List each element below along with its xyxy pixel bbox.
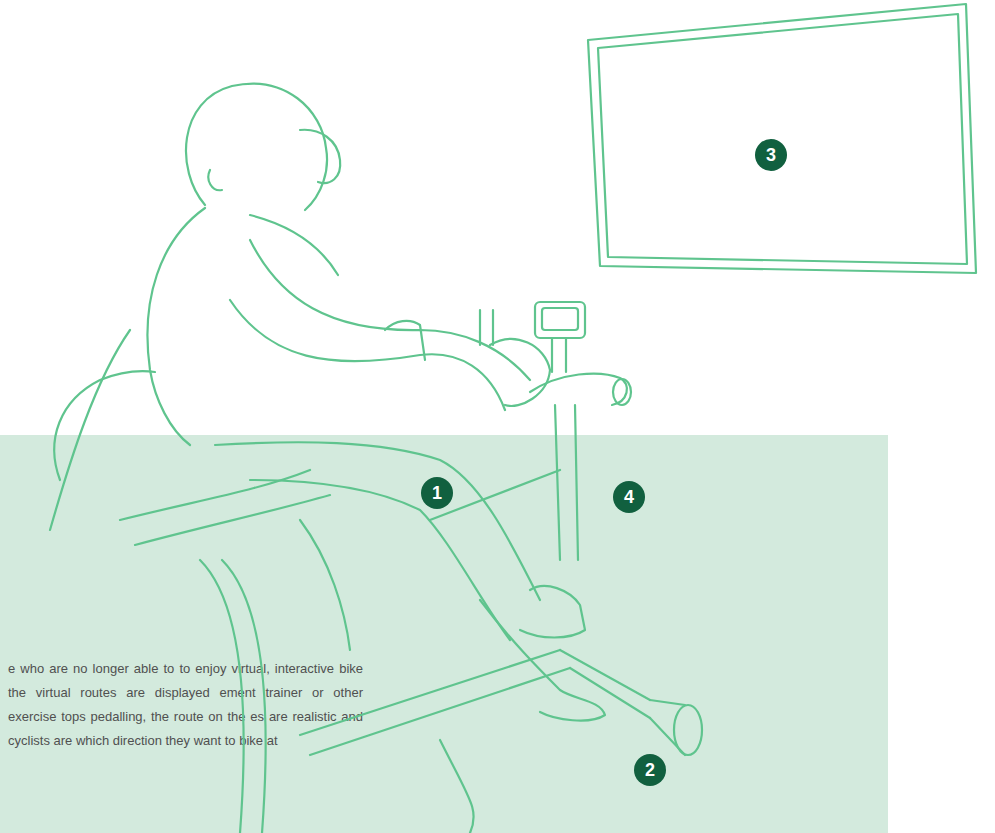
lower-arm — [230, 300, 505, 410]
left-grip — [480, 310, 493, 345]
sleeve — [385, 321, 425, 360]
callout-number: 3 — [755, 139, 787, 171]
screen-inner — [598, 14, 967, 264]
body-text: e who are no longer able to to enjoy vir… — [8, 657, 363, 753]
hand — [490, 339, 550, 406]
console-screen — [542, 308, 578, 330]
shoulder — [250, 215, 338, 275]
head — [186, 84, 327, 210]
screen-outline — [588, 4, 976, 273]
back — [147, 208, 205, 445]
ear — [208, 170, 222, 190]
grip — [613, 379, 631, 405]
glasses — [300, 130, 340, 183]
callout-number: 4 — [613, 481, 645, 513]
callout-number: 2 — [634, 754, 666, 786]
callout-number: 1 — [421, 477, 453, 509]
console-stem — [552, 338, 566, 372]
console — [535, 302, 585, 338]
